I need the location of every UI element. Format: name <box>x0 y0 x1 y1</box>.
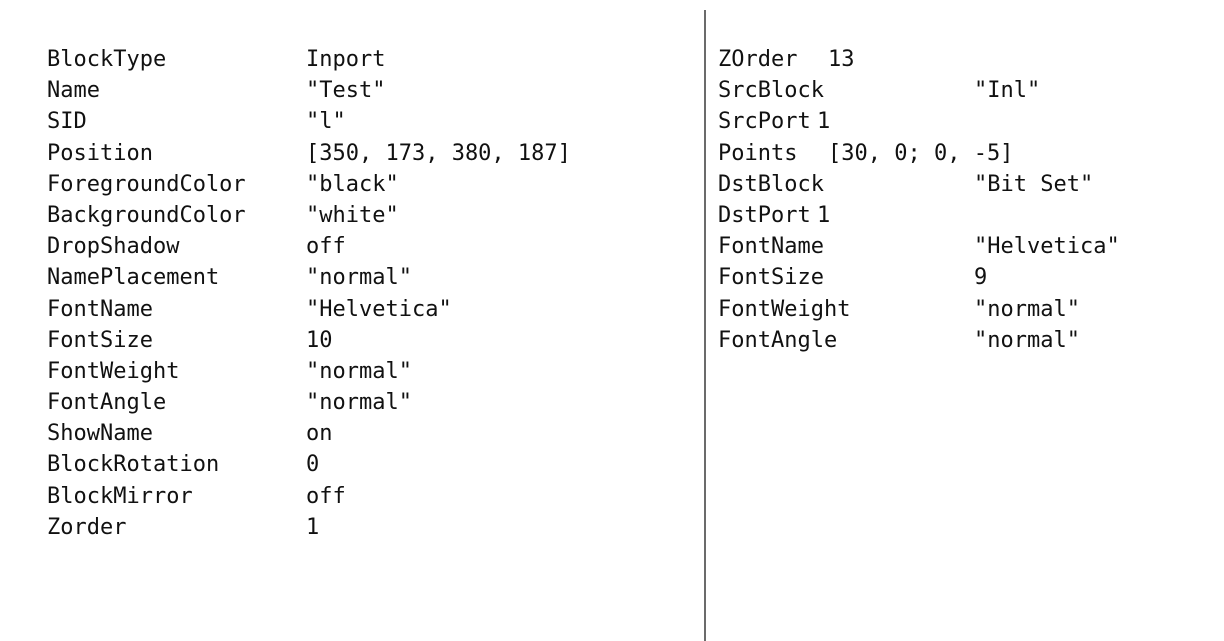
property-key: FontSize <box>47 327 153 353</box>
property-row: ZOrder 13 <box>718 44 1218 75</box>
property-row: Position [350, 173, 380, 187] <box>47 138 687 169</box>
property-value: [30, 0; 0, -5] <box>828 140 1014 166</box>
property-value: "black" <box>306 171 399 197</box>
property-value: 10 <box>306 327 333 353</box>
property-row: FontAngle "normal" <box>718 325 1218 356</box>
property-value: "normal" <box>974 327 1080 353</box>
property-row: FontWeight "normal" <box>47 356 687 387</box>
property-value: on <box>306 421 333 447</box>
property-value: "l" <box>306 109 346 135</box>
property-value: [350, 173, 380, 187] <box>306 140 571 166</box>
property-row: ForegroundColor "black" <box>47 169 687 200</box>
property-row: FontSize 9 <box>718 262 1218 293</box>
property-row: Points [30, 0; 0, -5] <box>718 138 1218 169</box>
property-value: 13 <box>828 47 855 72</box>
property-value: "Test" <box>306 78 386 104</box>
property-key: BlockMirror <box>47 483 193 509</box>
property-key: DropShadow <box>47 234 180 260</box>
property-row: FontName "Helvetica" <box>718 231 1218 262</box>
property-key: SrcBlock <box>718 78 824 104</box>
property-key: FontName <box>718 234 824 260</box>
property-value: "Helvetica" <box>974 234 1120 260</box>
property-key: ForegroundColor <box>47 171 246 197</box>
property-key: Points <box>718 140 798 166</box>
property-row: FontWeight "normal" <box>718 294 1218 325</box>
property-row: FontName "Helvetica" <box>47 294 687 325</box>
property-row: FontAngle "normal" <box>47 387 687 418</box>
property-key: FontAngle <box>718 327 838 353</box>
property-key: Name <box>47 78 100 104</box>
property-value: off <box>306 234 346 260</box>
property-value: "normal" <box>974 296 1080 322</box>
property-row: BackgroundColor "white" <box>47 200 687 231</box>
vertical-divider <box>704 10 706 641</box>
property-value: "Helvetica" <box>306 296 452 322</box>
property-key: BackgroundColor <box>47 202 246 228</box>
property-row: ShowName on <box>47 418 687 449</box>
property-value: "normal" <box>306 265 412 291</box>
property-row: FontSize 10 <box>47 325 687 356</box>
property-key: FontAngle <box>47 390 167 416</box>
property-row: Name "Test" <box>47 75 687 106</box>
property-row: SrcBlock "Inl" <box>718 75 1218 106</box>
property-value: "normal" <box>306 358 412 384</box>
property-value: "Inl" <box>974 78 1041 104</box>
property-key: BlockType <box>47 47 167 72</box>
property-key: BlockRotation <box>47 452 220 478</box>
property-value: Inport <box>306 47 386 72</box>
property-key: FontName <box>47 296 153 322</box>
property-value: 1 <box>306 514 320 540</box>
property-key: FontSize <box>718 265 824 291</box>
property-value: 0 <box>306 452 320 478</box>
property-row: Zorder 1 <box>47 512 687 543</box>
property-key: SrcPort <box>718 109 811 135</box>
property-key: DstPort <box>718 202 811 228</box>
property-key: DstBlock <box>718 171 824 197</box>
property-row: SID "l" <box>47 106 687 137</box>
property-value: 1 <box>817 202 831 228</box>
property-key: FontWeight <box>718 296 851 322</box>
property-value: "Bit Set" <box>974 171 1094 197</box>
property-row: BlockMirror off <box>47 481 687 512</box>
property-key: Position <box>47 140 153 166</box>
property-value: "white" <box>306 202 399 228</box>
property-row: DropShadow off <box>47 231 687 262</box>
property-key: FontWeight <box>47 358 180 384</box>
property-row: DstBlock "Bit Set" <box>718 169 1218 200</box>
property-value: 1 <box>817 109 831 135</box>
property-value: off <box>306 483 346 509</box>
property-key: NamePlacement <box>47 265 220 291</box>
property-row: NamePlacement "normal" <box>47 262 687 293</box>
property-row: BlockType Inport <box>47 44 687 75</box>
property-key: Zorder <box>47 514 127 540</box>
property-row: BlockRotation 0 <box>47 449 687 480</box>
property-value: 9 <box>974 265 988 291</box>
left-properties-pane: BlockType Inport Name "Test" SID "l" Positi… <box>47 44 687 543</box>
property-key: ZOrder <box>718 47 798 72</box>
property-value: "normal" <box>306 390 412 416</box>
property-key: ShowName <box>47 421 153 447</box>
property-key: SID <box>47 109 87 135</box>
